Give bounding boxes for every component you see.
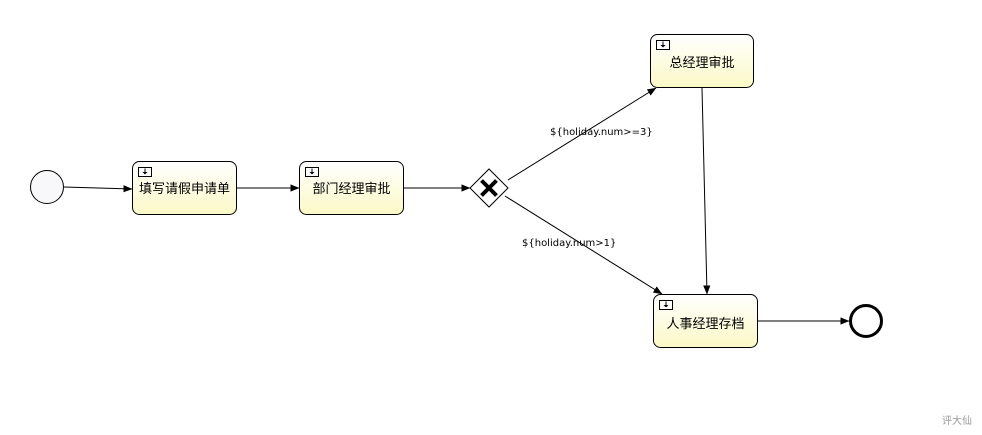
flow-gateway-to-hr-manager[interactable] — [504, 195, 663, 295]
start-event[interactable] — [30, 170, 64, 204]
user-task-icon — [305, 167, 319, 177]
end-event[interactable] — [849, 304, 883, 338]
flow-label-general-manager-condition: ${holiday.num>=3} — [550, 127, 653, 138]
task-hr-manager[interactable]: 人事经理存档 — [653, 294, 758, 348]
user-task-icon — [138, 167, 152, 177]
close-x-icon — [480, 179, 498, 197]
watermark: 评大仙 — [942, 416, 972, 427]
flow-start-to-fill-request[interactable] — [63, 185, 133, 193]
flow-general-manager-to-hr-manager[interactable] — [701, 87, 711, 295]
task-label-fill-request: 填写请假申请单 — [139, 182, 230, 197]
sequence-flows — [63, 87, 850, 325]
task-label-hr-manager: 人事经理存档 — [666, 317, 744, 332]
task-general-manager[interactable]: 总经理审批 — [650, 34, 754, 88]
user-task-icon — [656, 40, 670, 50]
task-label-dept-manager: 部门经理审批 — [312, 182, 390, 197]
task-label-general-manager: 总经理审批 — [669, 56, 734, 71]
user-task-icon — [659, 300, 673, 310]
task-fill-request[interactable]: 填写请假申请单 — [132, 161, 237, 215]
flow-gateway-to-general-manager[interactable] — [507, 87, 657, 181]
exclusive-gateway[interactable] — [469, 168, 509, 208]
flow-label-hr-manager-condition: ${holiday.num>1} — [522, 238, 616, 249]
task-dept-manager[interactable]: 部门经理审批 — [299, 161, 404, 215]
